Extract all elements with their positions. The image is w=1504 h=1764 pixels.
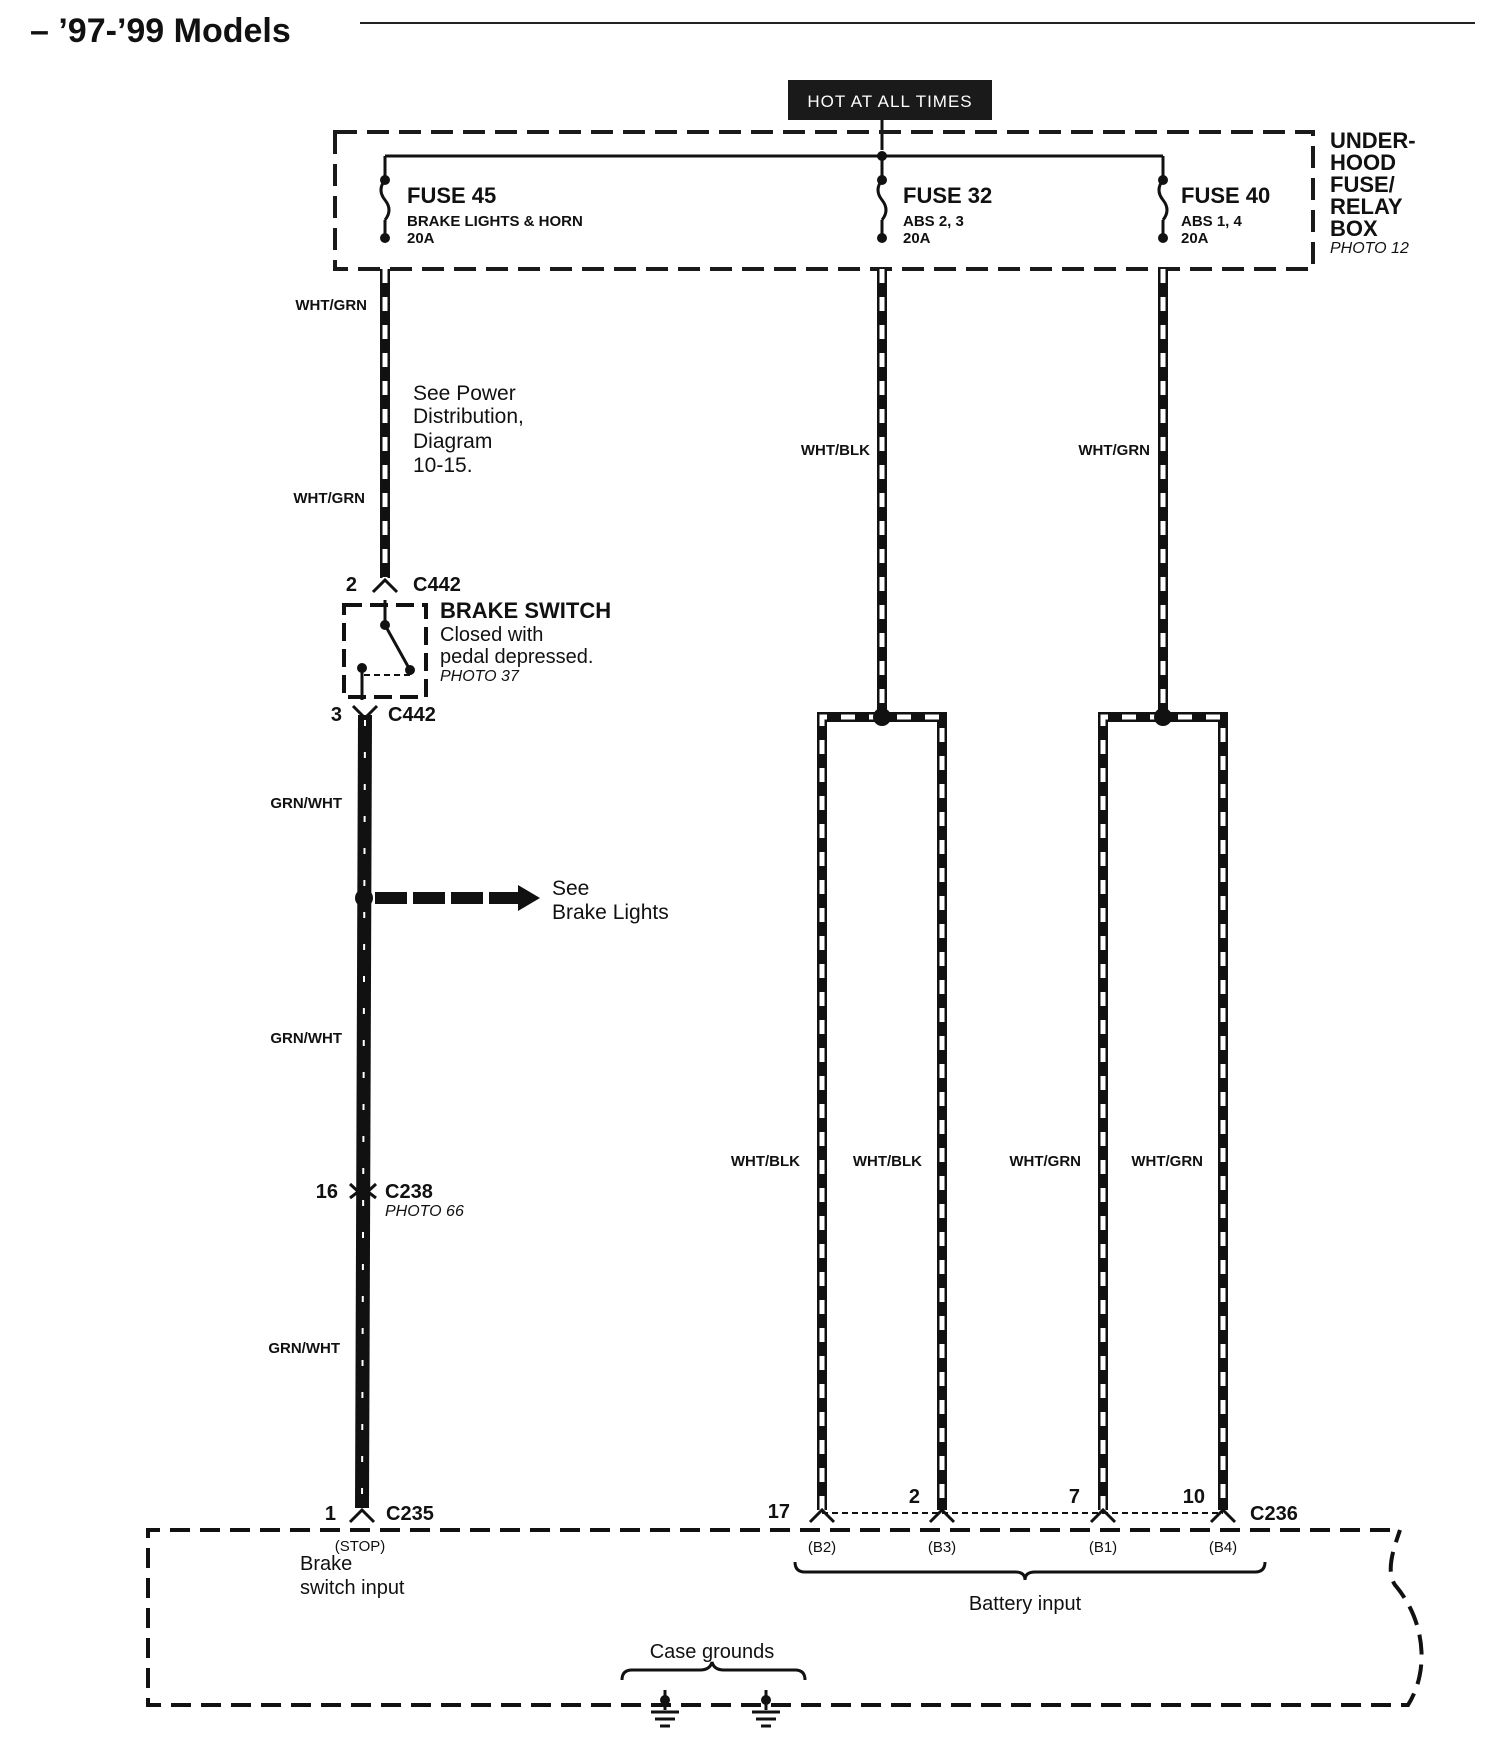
fuse-40-rating: 20A — [1181, 230, 1209, 247]
fuse-40: FUSE 40 ABS 1, 4 20A — [1157, 156, 1270, 247]
brake-switch: BRAKE SWITCH Closed with pedal depressed… — [342, 598, 611, 700]
connector-c442-top: 2 C442 — [346, 574, 461, 596]
c442-bot-pin: 3 — [331, 704, 342, 726]
hot-label: HOT AT ALL TIMES — [807, 92, 972, 111]
c442-top-name: C442 — [413, 574, 461, 596]
fuse-box-outline — [333, 130, 1315, 271]
wire-label-b-wht-grn-2: WHT/GRN — [1131, 1153, 1203, 1170]
power-note-1: See Power — [413, 382, 516, 405]
c236-pin-2: 2 — [909, 1486, 920, 1508]
wire-label-b-wht-blk-1: WHT/BLK — [731, 1153, 800, 1170]
battery-brace — [793, 1561, 1267, 1581]
wire-label-b-wht-blk-2: WHT/BLK — [853, 1153, 922, 1170]
ground-brace — [620, 1661, 807, 1681]
module-stop-label: (STOP) — [335, 1538, 386, 1555]
fuse-32-desc: ABS 2, 3 — [903, 213, 964, 230]
splice-wht-grn — [1098, 708, 1228, 1510]
connector-c442-bottom: 3 C442 — [331, 704, 436, 726]
splice-wht-blk — [817, 708, 947, 1510]
fuse-box-line-2: HOOD — [1330, 150, 1396, 175]
wire-label-left-top-1: WHT/GRN — [295, 297, 367, 314]
wire-label-b-wht-grn-1: WHT/GRN — [1009, 1153, 1081, 1170]
brake-lights-note-1: See — [552, 877, 589, 900]
wire-label-left-top-2: WHT/GRN — [293, 490, 365, 507]
fuse-box-line-4: RELAY — [1330, 194, 1403, 219]
wire-grn-wht — [355, 714, 372, 1509]
fuse-40-desc: ABS 1, 4 — [1181, 213, 1243, 230]
power-note-3: Diagram — [413, 430, 492, 453]
wire-label-grn-wht-2: GRN/WHT — [270, 1030, 342, 1047]
fuse-40-name: FUSE 40 — [1181, 183, 1270, 208]
c236-name: C236 — [1250, 1503, 1298, 1525]
c442-bot-name: C442 — [388, 704, 436, 726]
wire-label-grn-wht-3: GRN/WHT — [268, 1340, 340, 1357]
wire-label-grn-wht-1: GRN/WHT — [270, 795, 342, 812]
c238-photo: PHOTO 66 — [385, 1203, 464, 1220]
c235-pin: 1 — [325, 1503, 336, 1525]
c238-name: C238 — [385, 1181, 433, 1203]
battery-pin-b2: (B2) — [808, 1539, 836, 1556]
battery-pin-b4: (B4) — [1209, 1539, 1237, 1556]
fuse-box-line-1: UNDER- — [1330, 128, 1416, 153]
module-brake-input-1: Brake — [300, 1553, 352, 1575]
power-note-4: 10-15. — [413, 454, 473, 477]
connector-c236: 17 2 7 10 C236 — [768, 1486, 1298, 1525]
page-title: – ’97-’99 Models — [30, 12, 291, 50]
c236-pin-17: 17 — [768, 1501, 790, 1523]
brake-switch-line-2: pedal depressed. — [440, 646, 593, 668]
brake-switch-photo: PHOTO 37 — [440, 668, 520, 685]
fuse-45: FUSE 45 BRAKE LIGHTS & HORN 20A — [379, 156, 583, 247]
fuse-box-photo: PHOTO 12 — [1330, 240, 1409, 257]
connector-c235: 1 C235 — [325, 1503, 434, 1525]
c238-pin: 16 — [316, 1181, 338, 1203]
module-brake-input-2: switch input — [300, 1577, 405, 1599]
brake-lights-branch: See Brake Lights — [355, 877, 669, 924]
fuse-32-rating: 20A — [903, 230, 931, 247]
module-outline — [146, 1528, 1424, 1707]
fuse-32: FUSE 32 ABS 2, 3 20A — [876, 156, 992, 247]
fuse-32-name: FUSE 32 — [903, 183, 992, 208]
fuse-45-name: FUSE 45 — [407, 183, 496, 208]
brake-lights-note-2: Brake Lights — [552, 901, 669, 924]
wire-label-right-top: WHT/GRN — [1078, 442, 1150, 459]
fuse-box-label: UNDER- HOOD FUSE/ RELAY BOX PHOTO 12 — [1330, 128, 1416, 257]
c236-pin-10: 10 — [1183, 1486, 1205, 1508]
ground-icon — [651, 1690, 679, 1728]
fuse-box-line-5: BOX — [1330, 216, 1378, 241]
c235-name: C235 — [386, 1503, 434, 1525]
brake-switch-line-1: Closed with — [440, 624, 543, 646]
battery-pin-b1: (B1) — [1089, 1539, 1117, 1556]
ground-icon — [752, 1690, 780, 1728]
case-grounds-label: Case grounds — [650, 1641, 775, 1663]
fuse-45-desc: BRAKE LIGHTS & HORN — [407, 213, 583, 230]
wire-label-mid-top: WHT/BLK — [801, 442, 870, 459]
battery-input-label: Battery input — [969, 1593, 1082, 1615]
connector-c238: 16 C238 PHOTO 66 — [316, 1181, 464, 1220]
hot-label-box — [788, 80, 992, 120]
power-note-2: Distribution, — [413, 405, 524, 428]
battery-pin-b3: (B3) — [928, 1539, 956, 1556]
fuse-box-line-3: FUSE/ — [1330, 172, 1395, 197]
fuse-45-rating: 20A — [407, 230, 435, 247]
c236-pin-7: 7 — [1069, 1486, 1080, 1508]
brake-switch-title: BRAKE SWITCH — [440, 598, 611, 623]
c442-top-pin: 2 — [346, 574, 357, 596]
